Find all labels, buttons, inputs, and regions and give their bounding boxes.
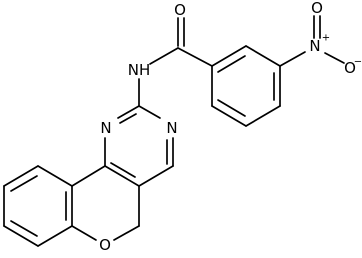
benzo-ring-bond-6	[37, 165, 73, 187]
atom-labels: O NH N + O O − N N O	[99, 0, 362, 254]
benzoyl-ring-inner-1	[217, 55, 246, 73]
benzoyl-ring-bond-5	[211, 105, 247, 127]
ring-o-bond	[71, 225, 97, 241]
ring-nitro-bond	[279, 51, 306, 67]
carbonyl-oxygen-label: O	[174, 1, 186, 19]
pyrimidine-bond-5	[104, 165, 140, 187]
nitro-o-right-bond	[324, 52, 345, 64]
amide-c-n-bond	[149, 47, 179, 65]
nitro-minus-charge: −	[354, 57, 362, 68]
pyrimidine-bond-5-inner	[110, 162, 136, 178]
pyrimidine-bond-4	[138, 165, 174, 187]
benzo-ring-inner-3	[10, 175, 38, 192]
benzoyl-ring-bond-2	[245, 45, 281, 67]
benzo-ring-bond-3	[3, 225, 39, 247]
nitro-oxygen-top-label: O	[311, 0, 323, 17]
pyrimidine-bond-1	[117, 105, 140, 119]
pyrimidine-bond-1-inner	[119, 113, 137, 124]
benzo-ring-bond-2	[37, 225, 73, 247]
pyrimidine-bond-2	[138, 105, 161, 119]
ring-oxygen-label: O	[99, 236, 111, 254]
ch2-bond-2	[113, 225, 140, 241]
benzoyl-ring-bond-1	[211, 45, 247, 67]
benzo-ring-bond-5	[3, 165, 39, 187]
benzo-ring-inner-2	[10, 220, 38, 237]
benzoyl-ring-inner-3	[217, 99, 246, 117]
benzoyl-ring-bond-4	[245, 105, 281, 127]
nitro-oxygen-right-label: O	[344, 59, 356, 77]
pyrimidine-n-left-label: N	[100, 119, 111, 137]
bond-lines	[3, 15, 345, 247]
nitro-plus-charge: +	[322, 33, 330, 44]
fusion-bond	[71, 165, 106, 187]
amide-nh-label: NH	[128, 61, 151, 79]
pyrimidine-n-right-label: N	[166, 119, 177, 137]
nitro-nitrogen-label: N	[309, 37, 320, 55]
amide-c-ring-bond	[177, 47, 213, 67]
